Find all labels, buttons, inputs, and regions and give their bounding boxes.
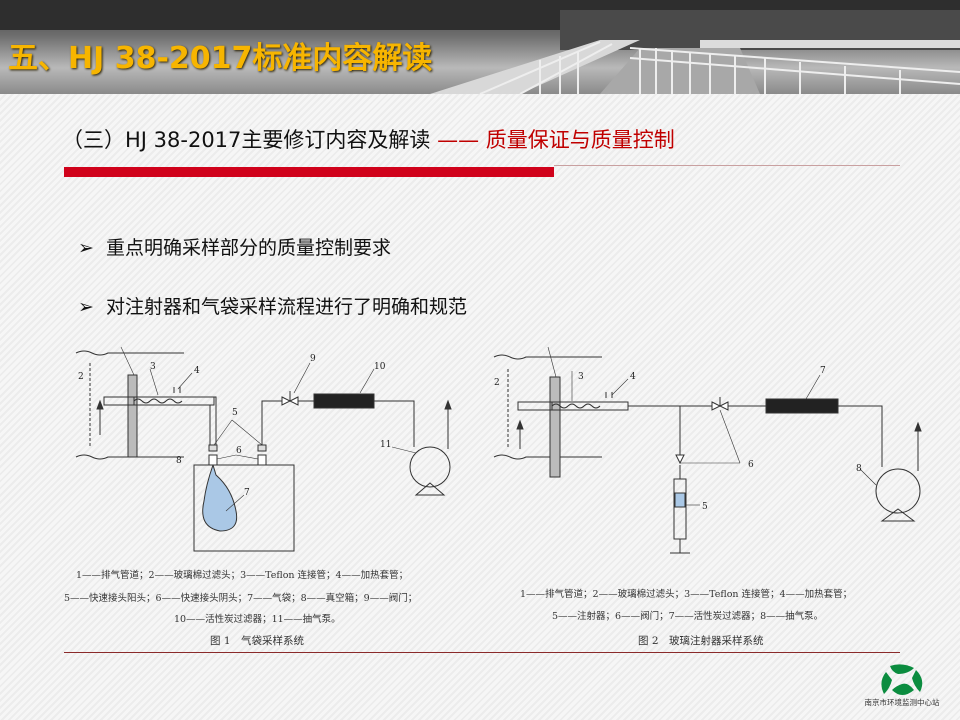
bullet-text: 重点明确采样部分的质量控制要求: [106, 237, 392, 259]
heated-line-coil: [133, 398, 183, 404]
syringe-sample: [674, 492, 686, 508]
pump-base: [880, 508, 916, 522]
pump-base: [414, 482, 446, 496]
fig1-label-4: 4: [194, 366, 200, 376]
fig2-label-3: 3: [578, 372, 584, 382]
fig2-label-5: 5: [702, 502, 708, 512]
section-title-dash: ——: [437, 128, 480, 152]
quick-connector-right: [257, 444, 267, 452]
fig1-label-3: 3: [150, 362, 156, 372]
fig1-label-10: 10: [374, 362, 386, 372]
fig2-label-6: 6: [748, 460, 754, 470]
fig2-label-8: 8: [856, 464, 862, 474]
quick-connector-right-female: [257, 454, 267, 466]
carbon-filter: [313, 393, 375, 409]
valve-icon: [281, 396, 292, 406]
teflon-tube: [628, 405, 681, 455]
quick-connector-left-female: [208, 454, 218, 466]
figure-2-syringe-sampling: [493, 346, 922, 554]
section-title-main: （三）HJ 38-2017主要修订内容及解读: [62, 128, 431, 152]
pump: [875, 468, 921, 514]
tube-to-valve: [261, 400, 282, 445]
header-photo: [0, 0, 960, 94]
fig1-label-8: 8: [176, 456, 182, 466]
carbon-filter: [765, 398, 839, 414]
fig1-label-1: 1: [121, 345, 127, 348]
heat-marks: [173, 387, 181, 393]
figure-2-legend: 1——排气管道；2——玻璃棉过滤头；3——Teflon 连接管；4——加热套管；…: [520, 588, 852, 647]
syringe-barrel: [673, 478, 687, 540]
pump: [409, 446, 451, 488]
figure-1-legend: 1——排气管道；2——玻璃棉过滤头；3——Teflon 连接管；4——加热套管；…: [64, 569, 417, 647]
duct-top-edge: [493, 354, 602, 360]
bullet-item-2: ➢ 对注射器和气袋采样流程进行了明确和规范: [78, 292, 467, 319]
duct-wall: [127, 374, 138, 458]
fig2-caption: 图 2 玻璃注射器采样系统: [638, 634, 764, 647]
arrow-bullet-icon: ➢: [78, 237, 94, 259]
page-title: 五、HJ 38-2017标准内容解读: [8, 41, 433, 76]
teflon-tube-down: [209, 396, 217, 445]
figure-2-labels: 1 2 3 4 5 6 7 8: [494, 345, 862, 512]
fig2-label-2: 2: [494, 378, 500, 388]
fig1-label-7: 7: [244, 488, 250, 498]
fig1-label-2: 2: [78, 372, 84, 382]
fig1-legend-line-3: 10——活性炭过滤器；11——抽气泵。: [174, 613, 341, 625]
figure-1-labels: 1 2 3 4 5 6 7 8 9 10 11: [78, 345, 391, 498]
section-title: （三）HJ 38-2017主要修订内容及解读 —— 质量保证与质量控制: [62, 124, 675, 154]
flow-arrowhead-icon: [96, 399, 104, 410]
fig1-legend-line-2: 5——快速接头阳头；6——快速接头阴头；7——气袋；8——真空箱；9——阀门；: [64, 592, 417, 604]
fig2-legend-line-1: 1——排气管道；2——玻璃棉过滤头；3——Teflon 连接管；4——加热套管；: [520, 588, 852, 600]
valve-icon: [711, 401, 722, 411]
tube-to-pump: [374, 400, 415, 447]
fig1-label-11: 11: [380, 440, 391, 450]
bullet-text: 对注射器和气袋采样流程进行了明确和规范: [106, 296, 468, 318]
fig2-label-4: 4: [630, 372, 636, 382]
fig1-caption: 图 1 气袋采样系统: [210, 634, 305, 647]
header-banner: 五、HJ 38-2017标准内容解读: [0, 0, 960, 94]
sampling-diagrams: 1 2 3 4 5 6 7 8 9 10 11 1——排气管道；2——玻璃棉过滤…: [64, 345, 922, 647]
fig2-label-1: 1: [548, 345, 554, 348]
tube-to-pump: [838, 405, 883, 467]
footer-rule: [64, 652, 900, 653]
heated-sleeve: [133, 396, 215, 406]
bullet-item-1: ➢ 重点明确采样部分的质量控制要求: [78, 233, 391, 260]
duct-bottom-edge: [493, 454, 602, 460]
heated-sleeve: [551, 401, 629, 411]
fig1-legend-line-1: 1——排气管道；2——玻璃棉过滤头；3——Teflon 连接管；4——加热套管；: [76, 569, 408, 581]
figure-1-gas-bag-sampling: [75, 346, 452, 552]
section-title-topic: 质量保证与质量控制: [485, 128, 675, 152]
duct-wall: [549, 376, 561, 478]
fig2-legend-line-2: 5——注射器；6——阀门；7——活性炭过滤器；8——抽气泵。: [552, 610, 823, 622]
arrow-bullet-icon: ➢: [78, 296, 94, 318]
duct-bottom-edge: [75, 454, 184, 460]
flow-arrowhead-icon: [516, 419, 524, 430]
title-underline-thin: [554, 165, 900, 166]
fig1-label-9: 9: [310, 354, 316, 364]
fig1-label-5: 5: [232, 408, 238, 418]
fig1-label-6: 6: [236, 446, 242, 456]
fig2-label-7: 7: [820, 366, 826, 376]
gas-bag: [202, 464, 238, 532]
organization-logo-icon: [881, 664, 923, 695]
syringe-valve-icon: [675, 454, 685, 465]
title-underline-red: [64, 167, 554, 177]
vacuum-box: [193, 464, 295, 552]
glass-wool-filter: [517, 401, 553, 411]
quick-connector-left: [208, 444, 218, 452]
duct-top-edge: [75, 350, 184, 356]
organization-name: 南京市环境监测中心站: [864, 698, 940, 707]
heated-line-coil: [551, 403, 601, 409]
